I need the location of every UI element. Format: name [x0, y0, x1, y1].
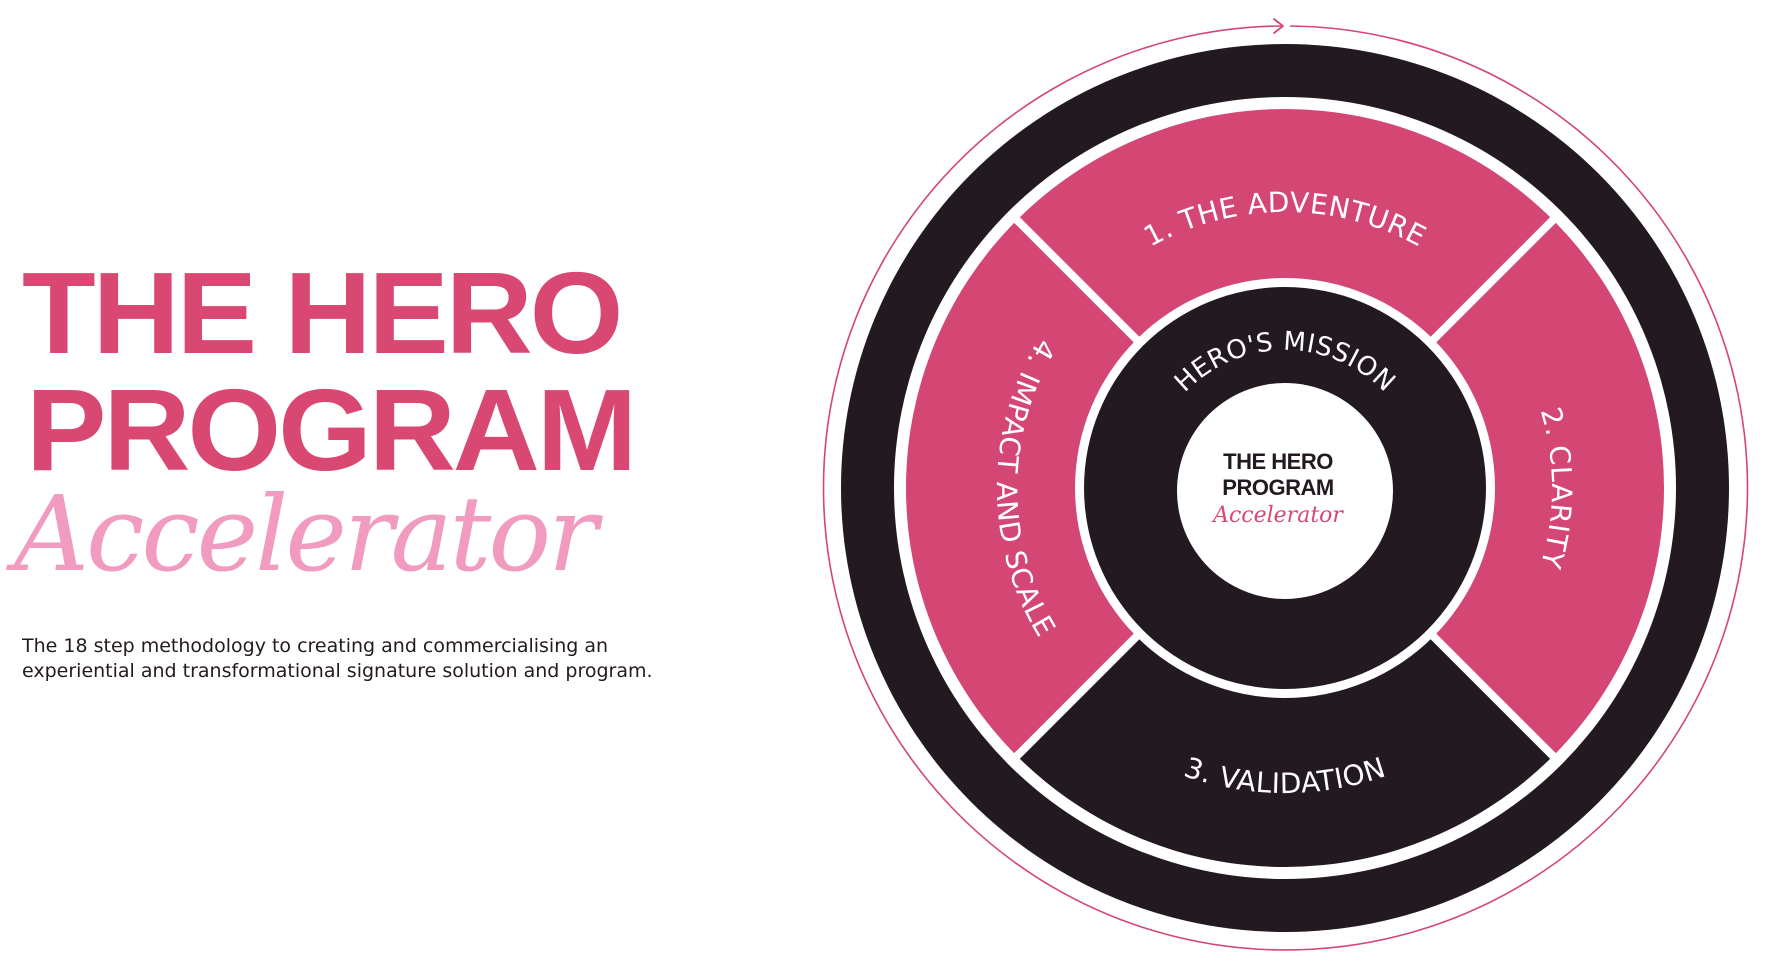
hero-intro-panel: THE HERO PROGRAM Accelerator The 18 step… — [0, 0, 760, 976]
title-line-accelerator: Accelerator — [14, 473, 598, 595]
center-logo-line-2: PROGRAM — [1222, 475, 1333, 500]
title-line-program: PROGRAM — [26, 365, 637, 495]
center-logo-disc — [1177, 383, 1393, 599]
cycle-arrow-ring — [822, 18, 1749, 951]
center-logo-line-1: THE HERO — [1223, 449, 1333, 474]
arrow-clockwise-icon — [1273, 18, 1284, 34]
center-logo-line-3: Accelerator — [1211, 503, 1344, 528]
program-description: The 18 step methodology to creating and … — [22, 635, 653, 682]
title-line-the-hero: THE HERO — [22, 248, 624, 378]
